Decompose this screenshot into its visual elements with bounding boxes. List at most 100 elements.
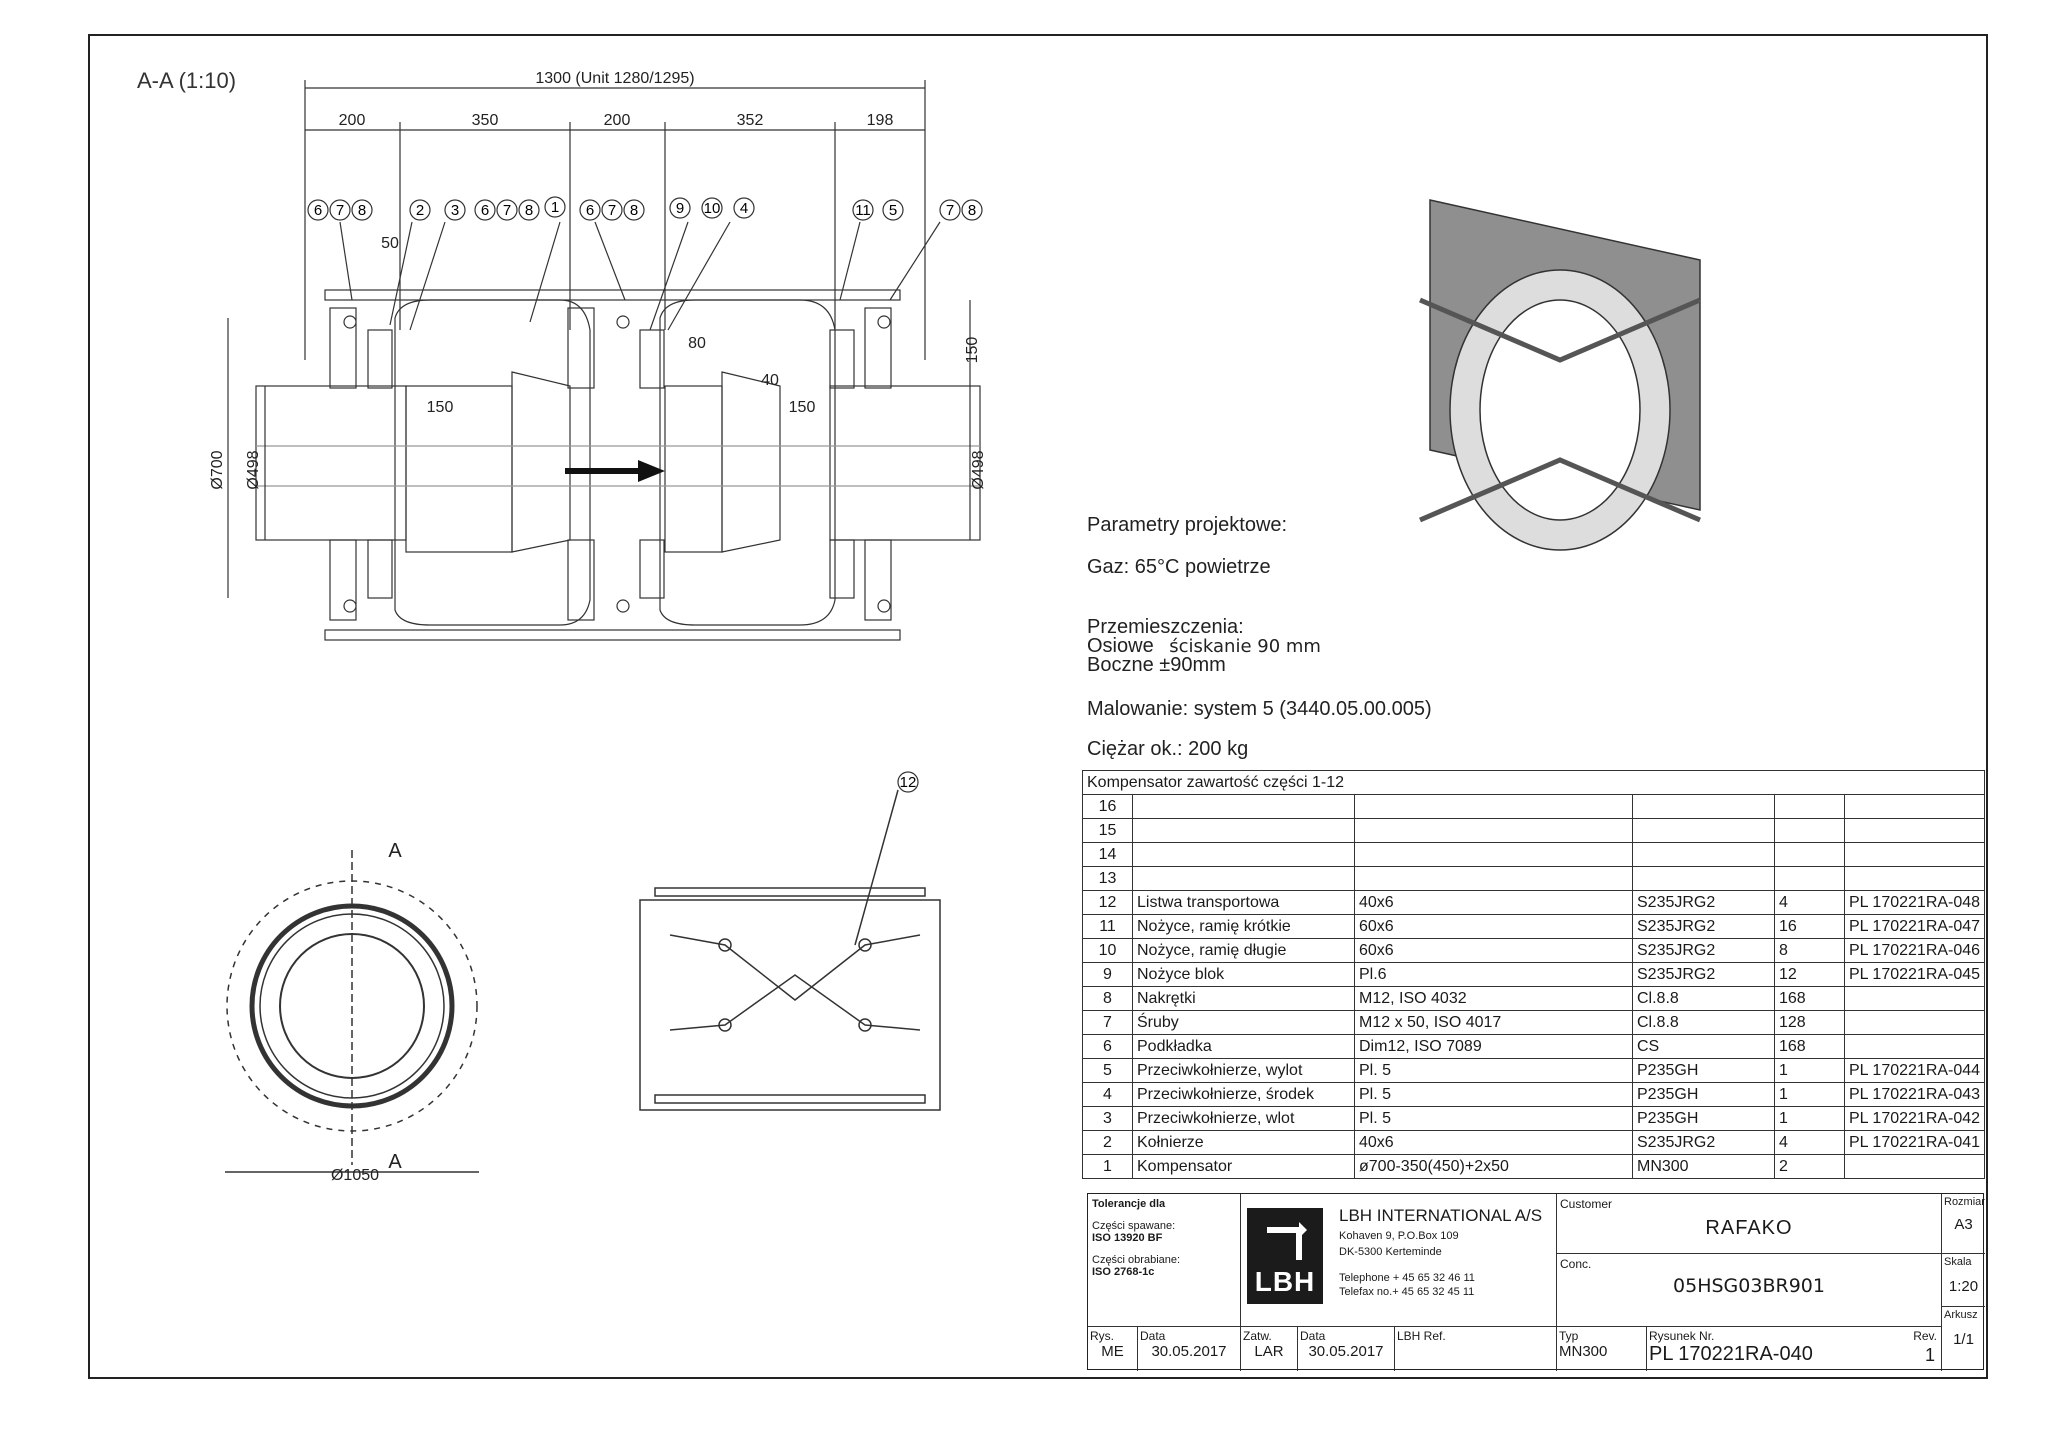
parts-cell [1354,866,1633,891]
balloon: 8 [968,202,976,219]
parts-cell [1774,842,1845,867]
parts-cell: 7 [1082,1010,1133,1035]
welded-label: Części spawane: [1092,1220,1176,1232]
parts-cell: PL 170221RA-041 [1843,1130,1986,1155]
tolerance-label: Tolerancje dla [1092,1198,1166,1210]
section-view-label: A-A (1:10) [137,68,237,93]
diameter-1050: Ø1050 [331,1167,379,1184]
drawn-value: ME [1101,1343,1124,1360]
lbh-ref-cell: LBH Ref. [1395,1327,1557,1371]
drawing-number: PL 170221RA-040 [1649,1343,1813,1365]
parts-cell: Kołnierze [1132,1130,1355,1155]
type-cell: Typ MN300 [1557,1327,1647,1371]
params-painting: Malowanie: system 5 (3440.05.00.005) [1087,698,1432,720]
parts-cell [1132,794,1355,819]
date-label: Data [1140,1329,1166,1343]
balloon: 3 [451,202,459,219]
balloon: 7 [946,202,954,219]
parts-cell: PL 170221RA-043 [1843,1082,1986,1107]
isometric-view [1419,199,1701,551]
drawing-sheet [88,34,1988,1379]
parts-cell: 168 [1774,986,1845,1011]
title-block: Tolerancje dla Części spawane: ISO 13920… [1087,1193,1985,1371]
balloon: 4 [740,200,748,217]
balloon: 11 [855,202,871,219]
params-axial-label: Osiowe [1087,635,1154,657]
parts-cell: 40x6 [1354,890,1633,915]
scale-label: Skala [1944,1256,1972,1268]
parts-row: 15 [1082,818,1986,843]
parts-cell [1843,818,1986,843]
diameter-498-right: Ø498 [970,450,987,489]
parts-cell: 4 [1774,890,1845,915]
drawing-number-label: Rysunek Nr. [1649,1329,1715,1343]
parts-cell: S235JRG2 [1632,914,1775,939]
parts-cell: Śruby [1132,1010,1355,1035]
sheet-label: Arkusz [1944,1309,1978,1321]
scale-cell: Skala 1:20 [1942,1254,1985,1307]
logo-arrow-icon [1267,1222,1307,1260]
parts-cell: PL 170221RA-042 [1843,1106,1986,1131]
welded-standard: ISO 13920 BF [1092,1232,1163,1244]
parts-cell: 5 [1082,1058,1133,1083]
params-axial: Osiowe ściskanie 90 mm [1087,635,1321,657]
top-view-drawing [639,789,941,1111]
parts-row: 13 [1082,866,1986,891]
chain-dim: 198 [867,112,894,129]
parts-cell: Pl. 5 [1354,1058,1633,1083]
parts-cell: 2 [1774,1154,1845,1179]
drawn-cell: Rys. ME [1088,1327,1138,1371]
parts-row: 16 [1082,794,1986,819]
parts-cell: S235JRG2 [1632,890,1775,915]
parts-cell [1632,866,1775,891]
parts-cell: 1 [1774,1058,1845,1083]
parts-cell [1843,842,1986,867]
parts-cell: 60x6 [1354,914,1633,939]
parts-cell [1354,818,1633,843]
balloon: 7 [608,202,616,219]
parts-cell: PL 170221RA-046 [1843,938,1986,963]
parts-cell: Pl.6 [1354,962,1633,987]
parts-cell: S235JRG2 [1632,962,1775,987]
drawing-number-cell: Rysunek Nr. PL 170221RA-040 Rev. 1 [1647,1327,1942,1371]
type-value: MN300 [1559,1343,1608,1360]
balloon: 5 [889,202,897,219]
parts-cell [1132,842,1355,867]
parts-cell: 4 [1082,1082,1133,1107]
parts-cell: 12 [1082,890,1133,915]
drawn-label: Rys. [1090,1329,1114,1343]
balloon: 8 [525,202,533,219]
chain-dim: 350 [472,112,499,129]
parts-cell [1843,1034,1986,1059]
balloon: 1 [551,199,559,216]
parts-cell: MN300 [1632,1154,1775,1179]
balloon: 6 [481,202,489,219]
conc-label: Conc. [1560,1257,1592,1271]
approved-value: LAR [1254,1343,1284,1360]
parts-cell: Nożyce, ramię długie [1132,938,1355,963]
parts-cell: 16 [1082,794,1133,819]
parts-cell: P235GH [1632,1106,1775,1131]
parts-row: 14 [1082,842,1986,867]
balloon: 6 [586,202,594,219]
dim-150-left: 150 [427,399,454,416]
date-value: 30.05.2017 [1151,1343,1227,1360]
balloon: 6 [314,202,322,219]
balloon: 9 [676,200,684,217]
parts-cell: Przeciwkołnierze, środek [1132,1082,1355,1107]
machined-label: Części obrabiane: [1092,1254,1181,1266]
sheet-value: 1/1 [1953,1331,1974,1348]
dim-150-vertical: 150 [964,337,981,364]
parts-cell: 10 [1082,938,1133,963]
parts-cell [1843,1154,1986,1179]
params-movements: Przemieszczenia: [1087,616,1244,638]
date2-value: 30.05.2017 [1308,1343,1384,1360]
parts-cell: Nakrętki [1132,986,1355,1011]
parts-cell: M12 x 50, ISO 4017 [1354,1010,1633,1035]
overall-length-dim: 1300 (Unit 1280/1295) [535,70,694,87]
type-label: Typ [1559,1329,1579,1343]
